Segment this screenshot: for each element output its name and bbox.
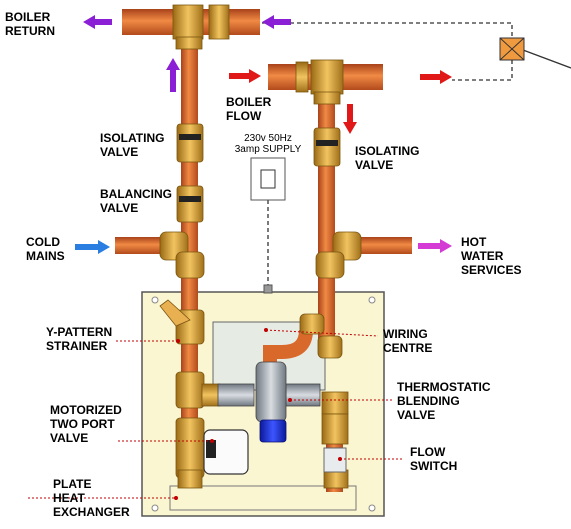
label-plate-heat-exchanger-line1: PLATE: [53, 477, 92, 491]
plate-heat-exchanger: [169, 485, 357, 511]
label-cold-mains-line2: MAINS: [26, 249, 65, 263]
label-boiler-return-line1: BOILER: [5, 10, 51, 24]
label-balancing-valve-line2: VALVE: [100, 201, 139, 215]
label-hot-water-services-line2: WATER: [461, 249, 504, 263]
label-flow-switch: FLOW SWITCH: [410, 445, 457, 473]
label-cold-mains: COLD MAINS: [26, 235, 65, 263]
label-plate-heat-exchanger-line3: EXCHANGER: [53, 505, 130, 519]
electrical-dashed-lines: [262, 22, 571, 286]
label-plate-heat-exchanger: PLATE HEAT EXCHANGER: [53, 477, 130, 519]
flow-switch: [323, 447, 347, 473]
label-wiring-centre-line1: WIRING: [383, 327, 428, 341]
label-boiler-return: BOILER RETURN: [5, 10, 55, 38]
label-motorized-two-port-valve-line1: MOTORIZED: [50, 403, 122, 417]
label-thermostatic-blending-valve-line2: BLENDING: [397, 394, 460, 408]
label-isolating-valve-right-line2: VALVE: [355, 158, 394, 172]
label-y-pattern-strainer-line2: STRAINER: [46, 339, 108, 353]
label-boiler-flow-line2: FLOW: [226, 109, 262, 123]
label-boiler-flow: BOILER FLOW: [226, 95, 271, 123]
label-thermostatic-blending-valve-line1: THERMOSTATIC: [397, 380, 491, 394]
label-y-pattern-strainer-line1: Y-PATTERN: [46, 325, 113, 339]
supply-switch-box: [250, 157, 286, 201]
label-motorized-two-port-valve: MOTORIZED TWO PORT VALVE: [50, 403, 122, 445]
label-hot-water-services: HOT WATER SERVICES: [461, 235, 521, 277]
label-wiring-centre-line2: CENTRE: [383, 341, 433, 355]
label-hot-water-services-line3: SERVICES: [461, 263, 522, 277]
label-supply: 230v 50Hz 3amp SUPPLY: [226, 133, 310, 155]
label-wiring-centre: WIRING CENTRE: [383, 327, 432, 355]
label-y-pattern-strainer: Y-PATTERN STRAINER: [46, 325, 112, 353]
label-supply-line1: 230v 50Hz: [244, 133, 292, 144]
remote-valve-box: [499, 37, 525, 61]
thermostatic-blending-valve: [217, 361, 321, 443]
label-boiler-return-line2: RETURN: [5, 24, 55, 38]
motorized-valve-actuator: [203, 429, 249, 475]
label-thermostatic-blending-valve-line3: VALVE: [397, 408, 436, 422]
label-balancing-valve: BALANCING VALVE: [100, 187, 172, 215]
label-isolating-valve-right-line1: ISOLATING: [355, 144, 420, 158]
label-cold-mains-line1: COLD: [26, 235, 60, 249]
label-flow-switch-line2: SWITCH: [410, 459, 458, 473]
label-hot-water-services-line1: HOT: [461, 235, 487, 249]
label-isolating-valve-left-line2: VALVE: [100, 145, 139, 159]
label-boiler-flow-line1: BOILER: [226, 95, 272, 109]
label-flow-switch-line1: FLOW: [410, 445, 446, 459]
label-motorized-two-port-valve-line3: VALVE: [50, 431, 89, 445]
brass-fittings: [159, 4, 362, 489]
flow-arrows: [75, 15, 452, 254]
label-balancing-valve-line1: BALANCING: [100, 187, 172, 201]
label-isolating-valve-left-line1: ISOLATING: [100, 131, 165, 145]
label-isolating-valve-right: ISOLATING VALVE: [355, 144, 419, 172]
leader-lines: [28, 329, 404, 499]
leader-dots: [174, 328, 342, 500]
label-plate-heat-exchanger-line2: HEAT: [53, 491, 85, 505]
label-isolating-valve-left: ISOLATING VALVE: [100, 131, 164, 159]
label-supply-line2: 3amp SUPPLY: [234, 144, 302, 155]
label-motorized-two-port-valve-line2: TWO PORT: [50, 417, 115, 431]
label-thermostatic-blending-valve: THERMOSTATIC BLENDING VALVE: [397, 380, 491, 422]
cable-gland: [263, 284, 273, 294]
